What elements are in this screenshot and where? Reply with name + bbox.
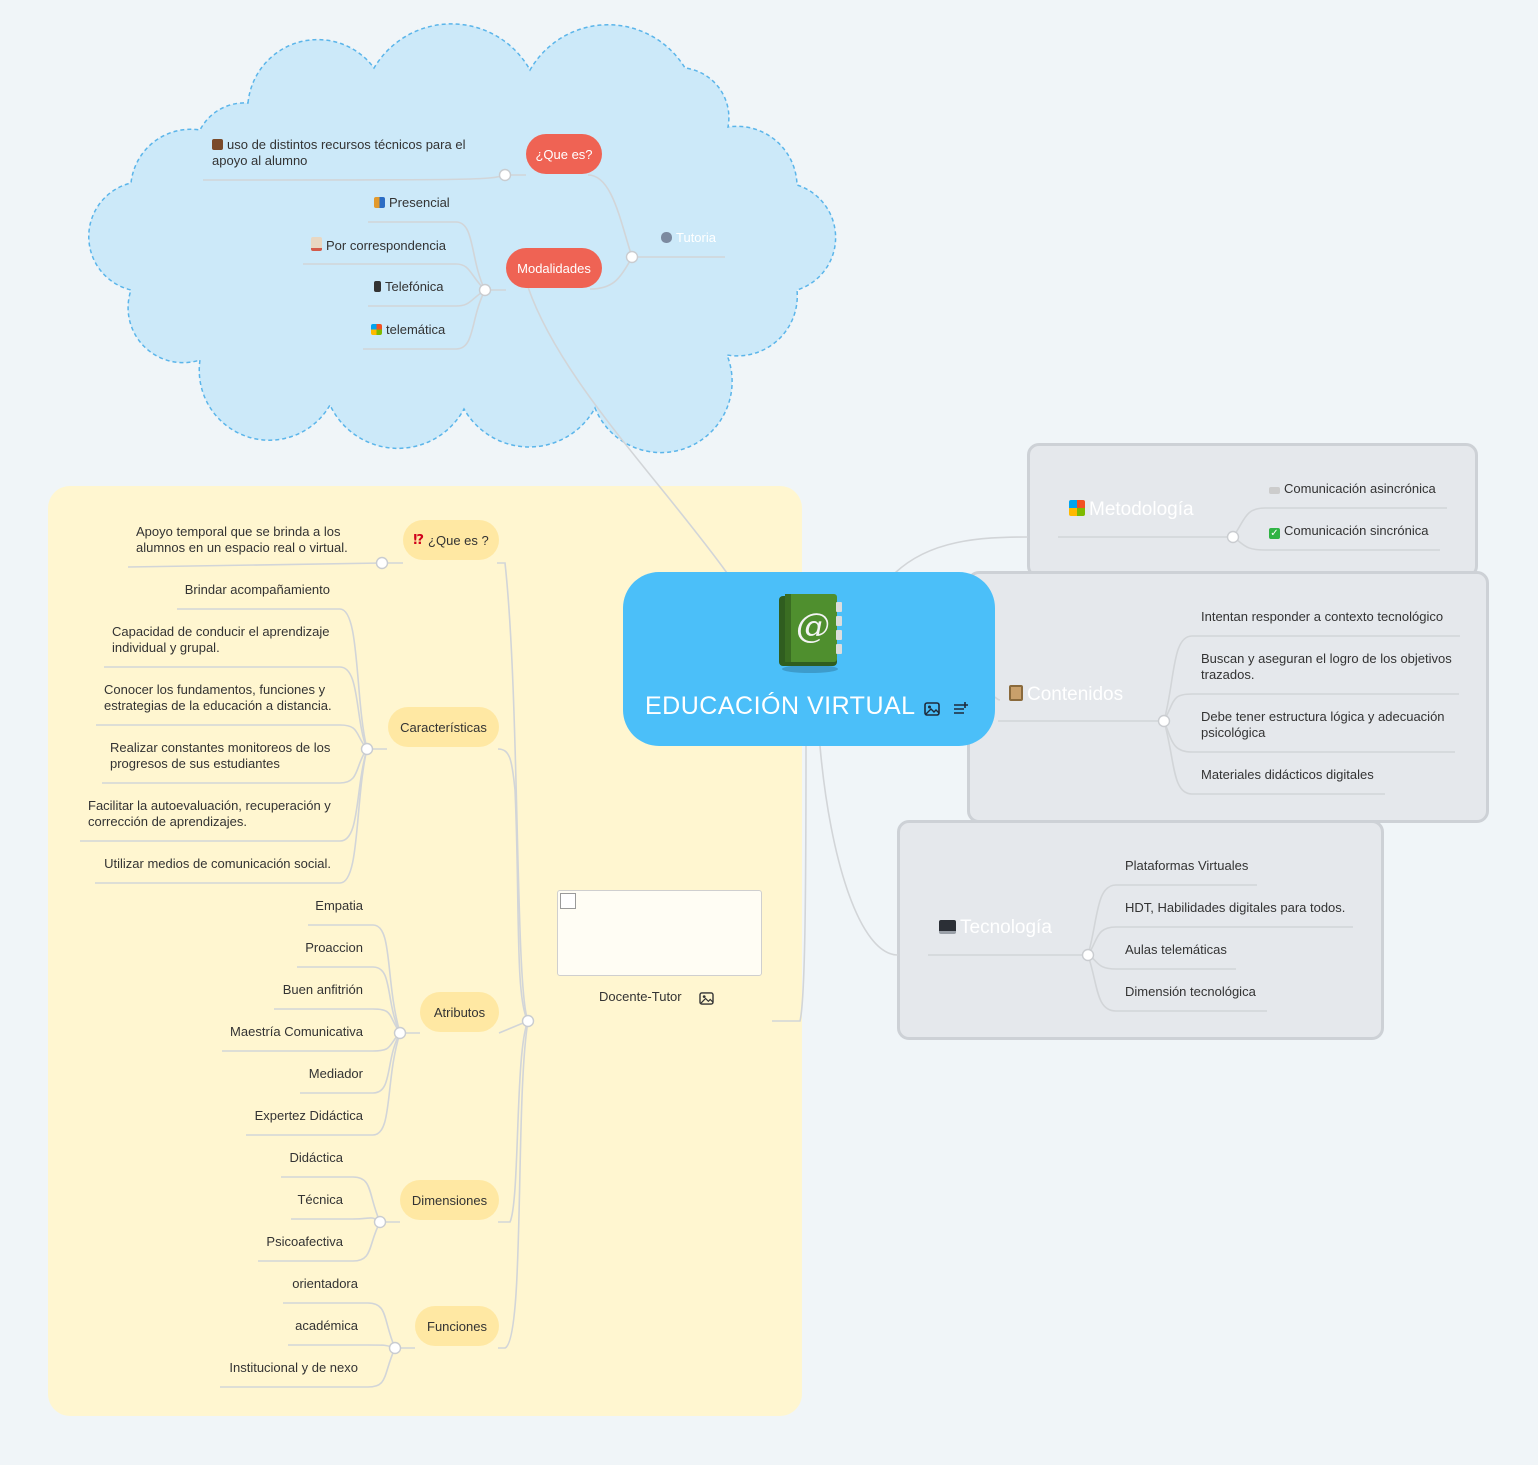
broken-image-icon: [560, 893, 576, 909]
windows-logo-icon: [371, 324, 382, 335]
contenido-item[interactable]: Buscan y aseguran el logro de los objeti…: [1201, 651, 1452, 682]
tecnologia-item[interactable]: Aulas telemáticas: [1125, 942, 1227, 957]
modalidad-item[interactable]: Por correspondencia: [311, 237, 446, 254]
central-topic[interactable]: @ EDUCACIÓN VIRTUAL: [623, 572, 995, 746]
dimensiones-node[interactable]: Dimensiones: [400, 1180, 499, 1220]
metodologia-item[interactable]: Comunicación asincrónica: [1269, 481, 1436, 497]
modalidad-item[interactable]: telemática: [371, 322, 445, 338]
funciones-node[interactable]: Funciones: [415, 1306, 499, 1346]
mobile-phone-icon: [374, 281, 381, 292]
contenido-item[interactable]: Materiales didácticos digitales: [1201, 767, 1374, 782]
couple-icon: [374, 197, 385, 208]
caracteristica-item[interactable]: Realizar constantes monitoreos de los pr…: [110, 740, 331, 771]
contenido-item[interactable]: Debe tener estructura lógica y adecuació…: [1201, 709, 1445, 740]
image-icon[interactable]: [924, 702, 940, 716]
mailbox-icon: [311, 237, 322, 251]
dimension-item[interactable]: Técnica: [297, 1192, 343, 1207]
svg-text:@: @: [796, 606, 830, 646]
caracteristica-item[interactable]: Facilitar la autoevaluación, recuperació…: [88, 798, 331, 829]
docente-image-placeholder: [557, 890, 762, 976]
atributos-node[interactable]: Atributos: [420, 992, 499, 1032]
funcion-item[interactable]: orientadora: [292, 1276, 358, 1291]
contenido-item[interactable]: Intentan responder a contexto tecnológic…: [1201, 609, 1444, 624]
people-icon: [661, 232, 672, 243]
envelope-icon: [1269, 487, 1280, 494]
windows-logo-icon: [1069, 500, 1085, 516]
tecnologia-item[interactable]: Plataformas Virtuales: [1125, 858, 1249, 873]
central-title: EDUCACIÓN VIRTUAL: [645, 692, 916, 720]
metodologia-node[interactable]: Metodología: [1069, 499, 1194, 521]
check-mark-icon: ✓: [1269, 528, 1280, 539]
tutoria-label[interactable]: Tutoria: [661, 230, 716, 246]
caracteristicas-node[interactable]: Características: [388, 707, 499, 747]
tutoria-que-es-label: ¿Que es?: [535, 146, 593, 162]
dimension-item[interactable]: Didáctica: [289, 1150, 343, 1165]
tecnologia-node[interactable]: Tecnología: [939, 917, 1052, 939]
funcion-item[interactable]: Institucional y de nexo: [229, 1360, 358, 1375]
tecnologia-box: [897, 820, 1384, 1040]
atributo-item[interactable]: Buen anfitrión: [282, 982, 363, 997]
notes-icon[interactable]: [953, 701, 969, 717]
caracteristica-item[interactable]: Conocer los fundamentos, funciones y est…: [104, 682, 332, 713]
modalidad-item[interactable]: Telefónica: [374, 279, 444, 295]
tecnologia-item[interactable]: HDT, Habilidades digitales para todos.: [1125, 900, 1346, 915]
caracteristica-item[interactable]: Capacidad de conducir el aprendizaje ind…: [112, 624, 330, 655]
tutoria-que-es-node[interactable]: ¿Que es?: [526, 134, 602, 174]
atributo-item[interactable]: Maestría Comunicativa: [230, 1024, 363, 1039]
atributo-item[interactable]: Proaccion: [305, 940, 363, 955]
docente-tutor-label[interactable]: Docente-Tutor: [599, 989, 682, 1004]
atributo-item[interactable]: Expertez Didáctica: [254, 1108, 363, 1123]
atributo-item[interactable]: Mediador: [308, 1066, 363, 1081]
briefcase-icon: [212, 139, 223, 150]
image-icon[interactable]: [699, 992, 714, 1005]
modalidades-node[interactable]: Modalidades: [506, 248, 602, 288]
docente-que-es-detail[interactable]: Apoyo temporal que se brinda a los alumn…: [136, 524, 348, 555]
caracteristica-item[interactable]: Utilizar medios de comunicación social.: [104, 856, 331, 871]
tecnologia-item[interactable]: Dimensión tecnológica: [1125, 984, 1256, 999]
metodologia-item[interactable]: ✓Comunicación sincrónica: [1269, 523, 1429, 539]
exclamation-question-icon: ⁉: [413, 532, 425, 547]
modalidad-item[interactable]: Presencial: [374, 195, 450, 211]
laptop-icon: [939, 920, 956, 934]
clipboard-icon: [1009, 685, 1023, 701]
funcion-item[interactable]: académica: [295, 1318, 358, 1333]
tutoria-que-es-detail[interactable]: uso de distintos recursos técnicos para …: [212, 137, 466, 168]
modalidades-label: Modalidades: [517, 260, 591, 276]
docente-que-es-node[interactable]: ⁉¿Que es ?: [403, 520, 499, 560]
contenidos-node[interactable]: Contenidos: [1009, 684, 1123, 706]
dimension-item[interactable]: Psicoafectiva: [266, 1234, 343, 1249]
caracteristica-item[interactable]: Brindar acompañamiento: [184, 582, 330, 597]
address-book-at-icon: @: [779, 594, 842, 673]
atributo-item[interactable]: Empatia: [315, 898, 363, 913]
